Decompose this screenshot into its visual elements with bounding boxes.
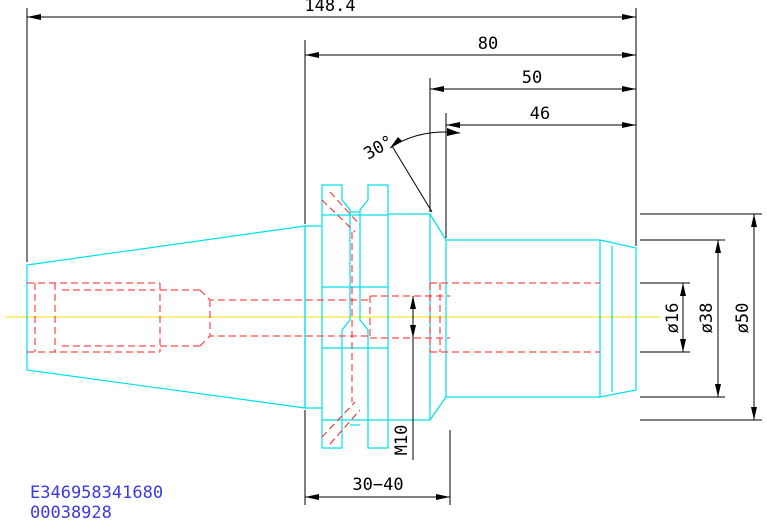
part-outline xyxy=(26,184,637,449)
dim-flange-to-end xyxy=(305,52,636,58)
dim-label-overall-length: 148.4 xyxy=(304,0,355,16)
dim-thread xyxy=(410,296,416,460)
dim-bore-diameter xyxy=(680,283,686,352)
dim-chamfer-angle xyxy=(389,128,461,213)
dim-shank-length xyxy=(446,122,636,128)
dim-body-length xyxy=(430,86,636,92)
extension-lines xyxy=(26,8,762,505)
dim-label-clamp-range: 30−40 xyxy=(352,475,403,495)
hidden-lines xyxy=(27,191,600,445)
dim-label-chamfer-angle: 30° xyxy=(361,132,398,165)
dim-label-thread: M10 xyxy=(392,425,412,456)
dim-label-bore-diameter: ø16 xyxy=(663,303,683,334)
dim-label-body-diameter: ø38 xyxy=(697,303,717,334)
dim-collar-diameter xyxy=(751,214,757,420)
dim-clamp-range xyxy=(305,494,450,500)
part-code-line2: 00038928 xyxy=(30,503,112,523)
dim-overall-length xyxy=(27,14,636,20)
dim-label-flange-to-end: 80 xyxy=(478,34,498,54)
part-code-line1: E346958341680 xyxy=(30,483,163,503)
dim-label-shank-length: 46 xyxy=(530,104,550,124)
dim-label-collar-diameter: ø50 xyxy=(733,303,753,334)
dim-label-body-length: 50 xyxy=(522,68,542,88)
dim-body-diameter xyxy=(715,240,721,397)
